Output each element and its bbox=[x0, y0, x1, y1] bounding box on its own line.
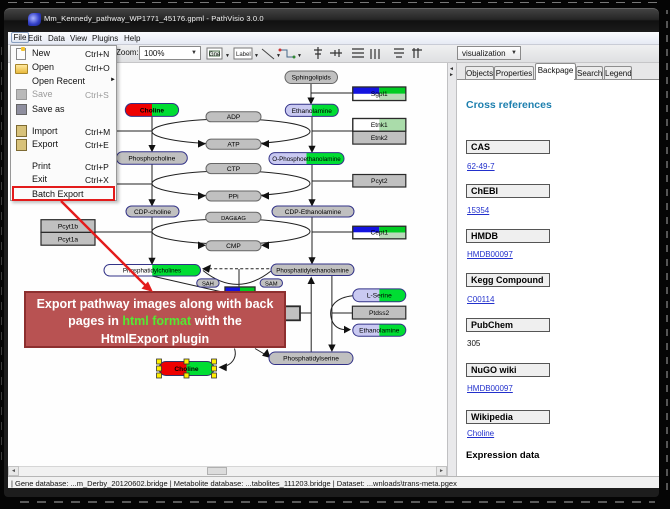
svg-text:Label: Label bbox=[236, 52, 251, 58]
svg-text:Sgpl1: Sgpl1 bbox=[371, 91, 388, 98]
svg-text:Phosphocholine: Phosphocholine bbox=[128, 155, 175, 162]
svg-text:Etnk1: Etnk1 bbox=[371, 122, 388, 129]
svg-text:Ethanolamine: Ethanolamine bbox=[359, 328, 400, 335]
svg-text:Cept1: Cept1 bbox=[370, 230, 388, 237]
svg-text:Pcyt2: Pcyt2 bbox=[371, 178, 388, 185]
svg-text:▼: ▼ bbox=[225, 53, 230, 59]
svg-text:Gne: Gne bbox=[209, 52, 221, 58]
svg-text:Ptdss2: Ptdss2 bbox=[369, 310, 389, 317]
svg-text:ATP: ATP bbox=[227, 142, 240, 149]
svg-text:Phosphatidylcholines: Phosphatidylcholines bbox=[123, 268, 181, 275]
svg-text:DAG&AG: DAG&AG bbox=[221, 216, 246, 222]
svg-text:Phosphatidylethanolamine: Phosphatidylethanolamine bbox=[276, 267, 349, 274]
svg-text:SAH: SAH bbox=[202, 282, 214, 288]
svg-text:ADP: ADP bbox=[227, 114, 241, 121]
svg-text:Pcyt1b: Pcyt1b bbox=[58, 224, 78, 231]
svg-text:CDP-choline: CDP-choline bbox=[134, 209, 171, 216]
svg-text:Pcyt1a: Pcyt1a bbox=[58, 236, 78, 243]
svg-text:Choline: Choline bbox=[140, 107, 165, 114]
svg-text:L-Serine: L-Serine bbox=[367, 293, 392, 300]
svg-text:SAM: SAM bbox=[265, 282, 278, 288]
svg-text:Ethanolamine: Ethanolamine bbox=[292, 108, 333, 115]
svg-text:Sphingolipids: Sphingolipids bbox=[292, 75, 332, 82]
svg-text:CMP: CMP bbox=[226, 243, 241, 250]
svg-text:PPi: PPi bbox=[228, 194, 239, 201]
svg-text:Etnk2: Etnk2 bbox=[371, 135, 388, 142]
svg-text:Choline: Choline bbox=[174, 366, 199, 373]
svg-text:O-Phosphoethanolamine: O-Phosphoethanolamine bbox=[272, 156, 341, 163]
svg-text:▼: ▼ bbox=[276, 53, 281, 59]
svg-text:Phosphatidylserine: Phosphatidylserine bbox=[283, 356, 339, 363]
svg-text:CDP-Ethanolamine: CDP-Ethanolamine bbox=[285, 209, 342, 216]
svg-text:CTP: CTP bbox=[227, 166, 241, 173]
svg-text:▼: ▼ bbox=[254, 53, 259, 59]
svg-text:▼: ▼ bbox=[297, 53, 302, 59]
